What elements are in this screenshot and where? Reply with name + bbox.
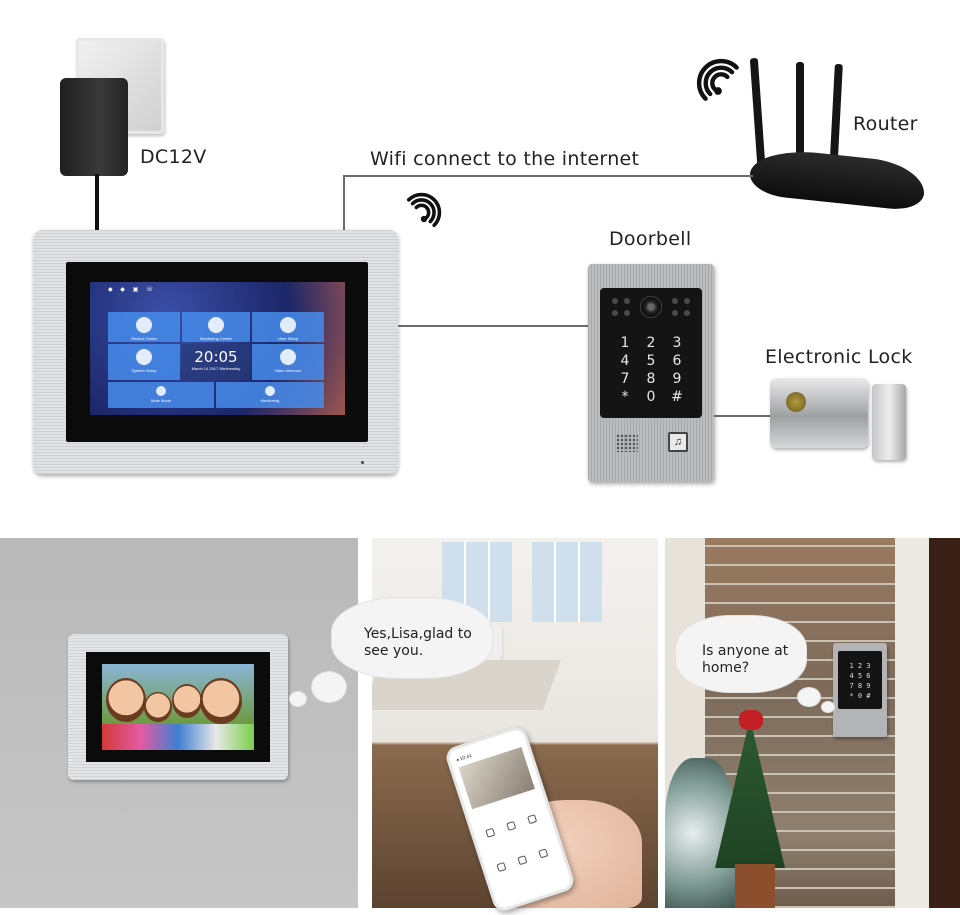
adapter-cable	[95, 174, 99, 230]
wifi-link-line-vertical	[343, 175, 345, 231]
router-label: Router	[853, 113, 918, 135]
keypad-panel: 1 2 3 4 5 6 7 8 9 * 0 #	[600, 288, 702, 418]
wifi-link-label: Wifi connect to the internet	[370, 148, 640, 170]
mini-monitor-bezel	[86, 652, 270, 762]
speaker-grille	[616, 434, 638, 452]
keypad-key: 3	[672, 335, 682, 351]
tile-monitoring: Monitoring	[216, 382, 324, 408]
lock-strike	[872, 384, 906, 460]
kid-face	[106, 678, 146, 722]
mini-monitor	[68, 634, 288, 780]
kid-face	[144, 692, 172, 722]
door-frame	[895, 538, 935, 908]
wifi-icon	[696, 58, 739, 101]
keypad-key: 5	[646, 353, 656, 369]
tile-video-intercom: Video Intercom	[252, 344, 324, 380]
wifi-link-line	[343, 175, 753, 177]
clock-time: 20:05	[194, 348, 238, 366]
speech-bubble-phone-user	[332, 598, 492, 678]
front-door	[929, 538, 960, 908]
tile-mute-mode: Mute Mode	[108, 382, 214, 408]
keypad-key: 4	[620, 353, 630, 369]
speech-bubble-text: Is anyone at home?	[702, 643, 789, 676]
keypad-key: 0	[646, 389, 656, 405]
kid-face	[200, 678, 242, 724]
thought-dot	[290, 692, 306, 706]
power-indicator	[361, 461, 364, 464]
mini-monitor-screen	[102, 664, 254, 750]
power-adapter-icon	[60, 78, 128, 176]
tile-monitoring-center: Monitoring Center	[182, 312, 250, 342]
wifi-icon	[406, 192, 442, 228]
scene-monitor-wall	[0, 538, 358, 908]
unlock-icon[interactable]	[496, 861, 507, 873]
router-icon	[750, 145, 924, 213]
tile-record-center: Record Center	[108, 312, 180, 342]
scene-entrance	[665, 538, 960, 908]
clock-date: March 14 2017 Wednesday	[191, 366, 241, 371]
status-icons: ◆ ◆ ▣ ☏	[108, 287, 157, 293]
keypad-key: 6	[672, 353, 682, 369]
room-window	[532, 542, 602, 622]
thought-dot	[798, 688, 820, 706]
doorbell-lock-line	[714, 415, 770, 417]
kid-face	[172, 684, 202, 718]
keypad-key: 8	[646, 371, 656, 387]
camera-lens	[640, 296, 662, 318]
keypad-key: 9	[672, 371, 682, 387]
monitor-bezel: ◆ ◆ ▣ ☏ Record Center Monitoring Center …	[66, 262, 368, 442]
keypad-key: *	[621, 389, 629, 405]
doorbell-label: Doorbell	[609, 228, 692, 250]
phone-status-bar: ◂ 10:41	[455, 752, 473, 764]
red-bow	[739, 710, 763, 730]
monitor-doorbell-line	[398, 325, 588, 327]
monitor-screen: ◆ ◆ ▣ ☏ Record Center Monitoring Center …	[90, 282, 345, 415]
tile-system-setup: System Setup	[108, 344, 180, 380]
thought-dot	[822, 702, 834, 712]
keypad-key: 2	[646, 335, 656, 351]
indoor-monitor: ◆ ◆ ▣ ☏ Record Center Monitoring Center …	[34, 230, 398, 474]
power-label: DC12V	[140, 146, 207, 168]
keypad-key: #	[671, 389, 683, 405]
mic-icon[interactable]	[506, 820, 517, 832]
keypad-key: 7	[620, 371, 630, 387]
thought-dot	[312, 672, 346, 702]
camera-row	[600, 296, 702, 322]
lock-cylinder	[786, 392, 806, 412]
tile-user-setup: User Setup	[252, 312, 324, 342]
lock-icon	[770, 378, 868, 448]
speech-bubble-text: Yes,Lisa,glad to see you.	[364, 626, 472, 659]
speech-bubble-visitor	[676, 616, 806, 692]
doorbell-icon: 1 2 3 4 5 6 7 8 9 * 0 # ♫	[588, 264, 714, 482]
clock-tile: 20:05 March 14 2017 Wednesday	[182, 344, 250, 380]
lock-label: Electronic Lock	[765, 346, 913, 368]
speaker-icon[interactable]	[527, 814, 538, 825]
hangup-icon[interactable]	[517, 855, 528, 866]
flower-pot	[735, 864, 775, 908]
camera-icon[interactable]	[485, 827, 496, 838]
lock-icon[interactable]	[538, 848, 549, 859]
bell-icon: ♫	[668, 432, 688, 452]
keypad-key: 1	[620, 335, 630, 351]
router-antenna	[796, 62, 804, 176]
